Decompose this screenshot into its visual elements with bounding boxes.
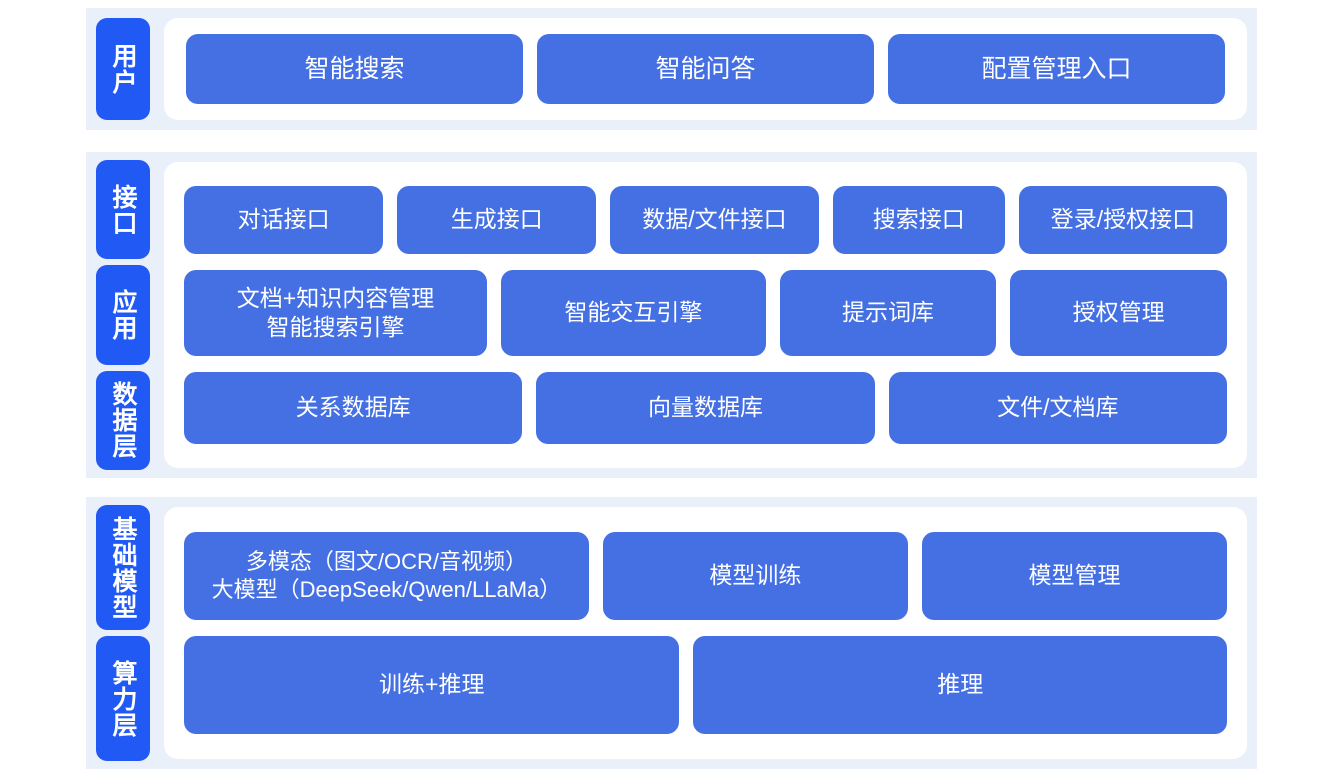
- card-data-file-api[interactable]: 数据/文件接口: [610, 186, 819, 254]
- card-training-plus-inference[interactable]: 训练+推理: [184, 636, 680, 734]
- card-intelligent-interaction-engine[interactable]: 智能交互引擎: [501, 270, 766, 356]
- card-dialog-api[interactable]: 对话接口: [184, 186, 384, 254]
- card-document-knowledge-management[interactable]: 文档+知识内容管理 智能搜索引擎: [184, 270, 488, 356]
- card-file-document-store[interactable]: 文件/文档库: [888, 372, 1227, 444]
- card-row-database: 关系数据库 向量数据库 文件/文档库: [184, 372, 1227, 444]
- card-search-api[interactable]: 搜索接口: [832, 186, 1005, 254]
- card-prompt-library[interactable]: 提示词库: [779, 270, 997, 356]
- architecture-band-infrastructure: 基础模型 算力层 多模态（图文/OCR/音视频） 大模型（DeepSeek/Qw…: [86, 497, 1257, 769]
- card-login-auth-api[interactable]: 登录/授权接口: [1018, 186, 1227, 254]
- card-relational-database[interactable]: 关系数据库: [184, 372, 523, 444]
- architecture-band-platform: 接口 应用 数据层 对话接口 生成接口 数据/文件接口 搜索接口 登录/授权接口…: [86, 152, 1257, 478]
- layer-panel-user: 智能搜索 智能问答 配置管理入口: [164, 18, 1247, 120]
- card-intelligent-search[interactable]: 智能搜索: [186, 34, 523, 104]
- layer-panel-platform: 对话接口 生成接口 数据/文件接口 搜索接口 登录/授权接口 文档+知识内容管理…: [164, 162, 1247, 468]
- layer-tab-column-user: 用户: [86, 8, 160, 130]
- card-inference[interactable]: 推理: [693, 636, 1227, 734]
- card-row-compute: 训练+推理 推理: [184, 636, 1227, 734]
- layer-tab-data[interactable]: 数据层: [96, 370, 150, 470]
- layer-tab-application[interactable]: 应用: [96, 265, 150, 365]
- layer-tab-column-infrastructure: 基础模型 算力层: [86, 497, 160, 769]
- layer-tab-compute[interactable]: 算力层: [96, 636, 150, 761]
- layer-tab-foundation-model[interactable]: 基础模型: [96, 505, 150, 630]
- layer-tab-column-platform: 接口 应用 数据层: [86, 152, 160, 478]
- card-row-application: 文档+知识内容管理 智能搜索引擎 智能交互引擎 提示词库 授权管理: [184, 270, 1227, 356]
- card-model-training[interactable]: 模型训练: [602, 532, 908, 620]
- layer-tab-user[interactable]: 用户: [96, 18, 150, 120]
- card-row-api: 对话接口 生成接口 数据/文件接口 搜索接口 登录/授权接口: [184, 186, 1227, 254]
- card-multimodal-large-model[interactable]: 多模态（图文/OCR/音视频） 大模型（DeepSeek/Qwen/LLaMa）: [184, 532, 589, 620]
- card-authorization-management[interactable]: 授权管理: [1010, 270, 1227, 356]
- architecture-band-user: 用户 智能搜索 智能问答 配置管理入口: [86, 8, 1257, 130]
- card-config-management-entry[interactable]: 配置管理入口: [888, 34, 1225, 104]
- layer-tab-interface[interactable]: 接口: [96, 160, 150, 260]
- card-model-management[interactable]: 模型管理: [921, 532, 1227, 620]
- card-row-foundation-model: 多模态（图文/OCR/音视频） 大模型（DeepSeek/Qwen/LLaMa）…: [184, 532, 1227, 620]
- layer-panel-infrastructure: 多模态（图文/OCR/音视频） 大模型（DeepSeek/Qwen/LLaMa）…: [164, 507, 1247, 759]
- card-intelligent-qa[interactable]: 智能问答: [537, 34, 874, 104]
- card-generation-api[interactable]: 生成接口: [397, 186, 597, 254]
- card-row-user-apps: 智能搜索 智能问答 配置管理入口: [186, 34, 1225, 104]
- card-vector-database[interactable]: 向量数据库: [536, 372, 875, 444]
